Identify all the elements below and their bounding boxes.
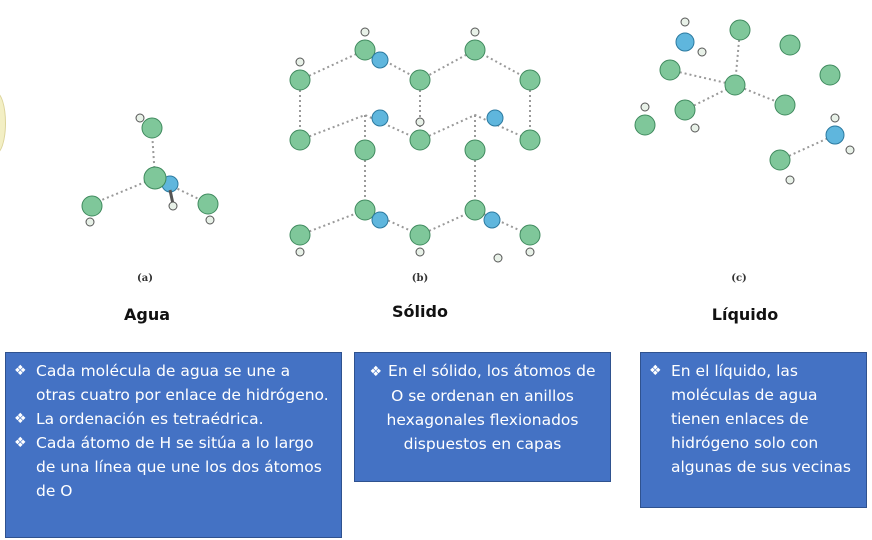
panel-c-diagram bbox=[610, 10, 865, 195]
diamond-bullet-icon: ❖ bbox=[14, 435, 27, 451]
liquido-bullet-list: ❖En el líquido, las moléculas de agua ti… bbox=[649, 359, 858, 479]
liquid-water-illustration bbox=[634, 17, 855, 185]
ice-highlight-atoms bbox=[371, 51, 504, 229]
diamond-bullet-icon: ❖ bbox=[14, 411, 27, 427]
neighbor-molecules bbox=[81, 113, 219, 227]
panel-c-letter: (c) bbox=[731, 273, 747, 284]
diamond-bullet-icon: ❖ bbox=[369, 364, 383, 380]
list-item: ❖La ordenación es tetraédrica. bbox=[14, 407, 333, 431]
water-tetrahedral-illustration bbox=[81, 113, 219, 227]
panel-a-title: Agua bbox=[123, 305, 171, 324]
list-item: ❖En el sólido, los átomos de O se ordena… bbox=[369, 362, 596, 453]
agua-bullet-list: ❖Cada molécula de agua se une a otras cu… bbox=[14, 359, 333, 503]
liquid-highlight-atoms bbox=[675, 32, 845, 145]
ice-lattice-illustration bbox=[289, 27, 541, 263]
info-box-solido: ❖En el sólido, los átomos de O se ordena… bbox=[354, 352, 611, 482]
info-box-agua: ❖Cada molécula de agua se une a otras cu… bbox=[5, 352, 342, 538]
liquid-oxygen-atoms bbox=[634, 19, 841, 171]
panel-b-title: Sólido bbox=[392, 302, 448, 321]
panel-a-diagram bbox=[60, 100, 260, 240]
central-water-molecule bbox=[143, 166, 179, 211]
ice-hydrogen-atoms bbox=[295, 27, 535, 263]
solido-bullet-list: ❖En el sólido, los átomos de O se ordena… bbox=[369, 359, 596, 456]
panel-b-diagram bbox=[270, 10, 570, 270]
panel-a-letter: (a) bbox=[137, 273, 153, 284]
list-item: ❖Cada átomo de H se sitúa a lo largo de … bbox=[14, 431, 333, 503]
panel-c-title: Líquido bbox=[711, 305, 779, 324]
list-item: ❖En el líquido, las moléculas de agua ti… bbox=[649, 359, 858, 479]
ice-oxygen-atoms bbox=[289, 39, 541, 246]
edge-decoration bbox=[0, 92, 6, 154]
diamond-bullet-icon: ❖ bbox=[14, 363, 27, 379]
panel-b-letter: (b) bbox=[411, 273, 429, 284]
liquid-hydrogen-atoms bbox=[640, 17, 855, 185]
diamond-bullet-icon: ❖ bbox=[649, 363, 662, 379]
list-item: ❖Cada molécula de agua se une a otras cu… bbox=[14, 359, 333, 407]
info-box-liquido: ❖En el líquido, las moléculas de agua ti… bbox=[640, 352, 867, 508]
